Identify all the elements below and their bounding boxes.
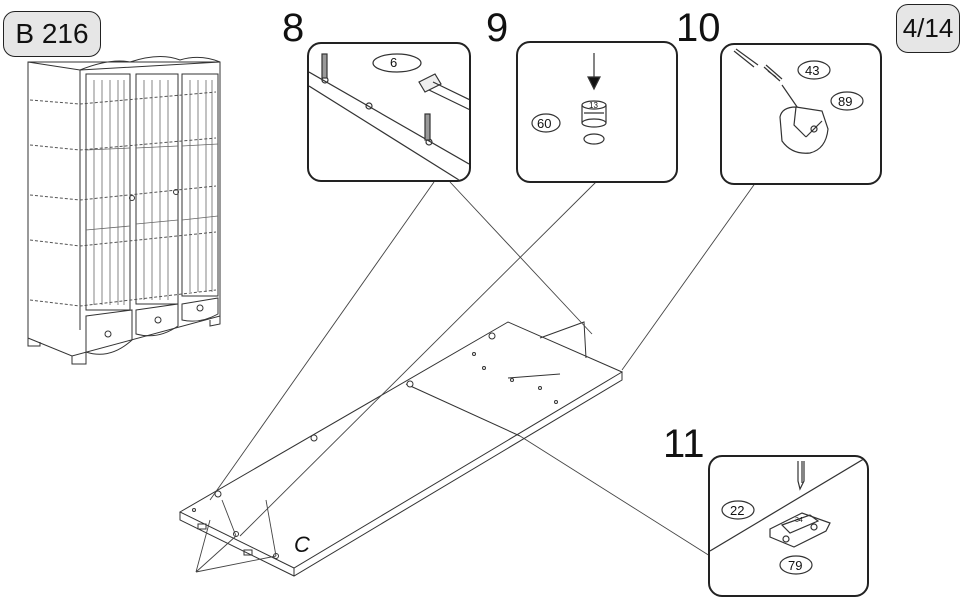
wardrobe-illustration (27, 56, 221, 365)
part-89-label: 89 (838, 94, 853, 109)
hinge-engraving: 34 (795, 517, 803, 524)
arrow-down-icon (587, 53, 601, 91)
page-number-badge: 4/14 (896, 4, 960, 53)
screwdriver-icon (797, 461, 805, 491)
cam-lock-engraving: 13 (589, 101, 598, 110)
step-10-detail-panel: 43 89 (720, 43, 882, 185)
part-43-label: 43 (805, 63, 820, 78)
part-60-label: 60 (537, 116, 552, 131)
leader-lines (195, 181, 757, 573)
step-10-number: 10 (676, 6, 721, 50)
part-6-ellipse (372, 53, 422, 73)
cam-lock-drawing (531, 53, 607, 145)
bracket-screw-drawing (733, 48, 864, 154)
model-number-badge: B 216 (3, 11, 101, 57)
part-79-label: 79 (788, 558, 803, 573)
hammer-icon (418, 73, 469, 111)
step-9-detail-panel: 13 60 (516, 41, 678, 183)
step-11-number: 11 (663, 422, 705, 466)
part-22-label: 22 (730, 503, 745, 518)
step-8-number: 8 (282, 6, 305, 50)
hinge-plate-drawing (710, 457, 867, 575)
dowel-insertion-drawing (309, 53, 469, 180)
step-9-number: 9 (486, 6, 509, 50)
screwdriver-icon (733, 48, 759, 68)
step-11-detail-panel: 34 22 79 (708, 455, 869, 597)
step-8-detail-panel: 6 (307, 42, 471, 182)
part-6-label: 6 (390, 55, 398, 70)
board-c-label: C (294, 532, 310, 557)
board-c-illustration (178, 321, 624, 577)
